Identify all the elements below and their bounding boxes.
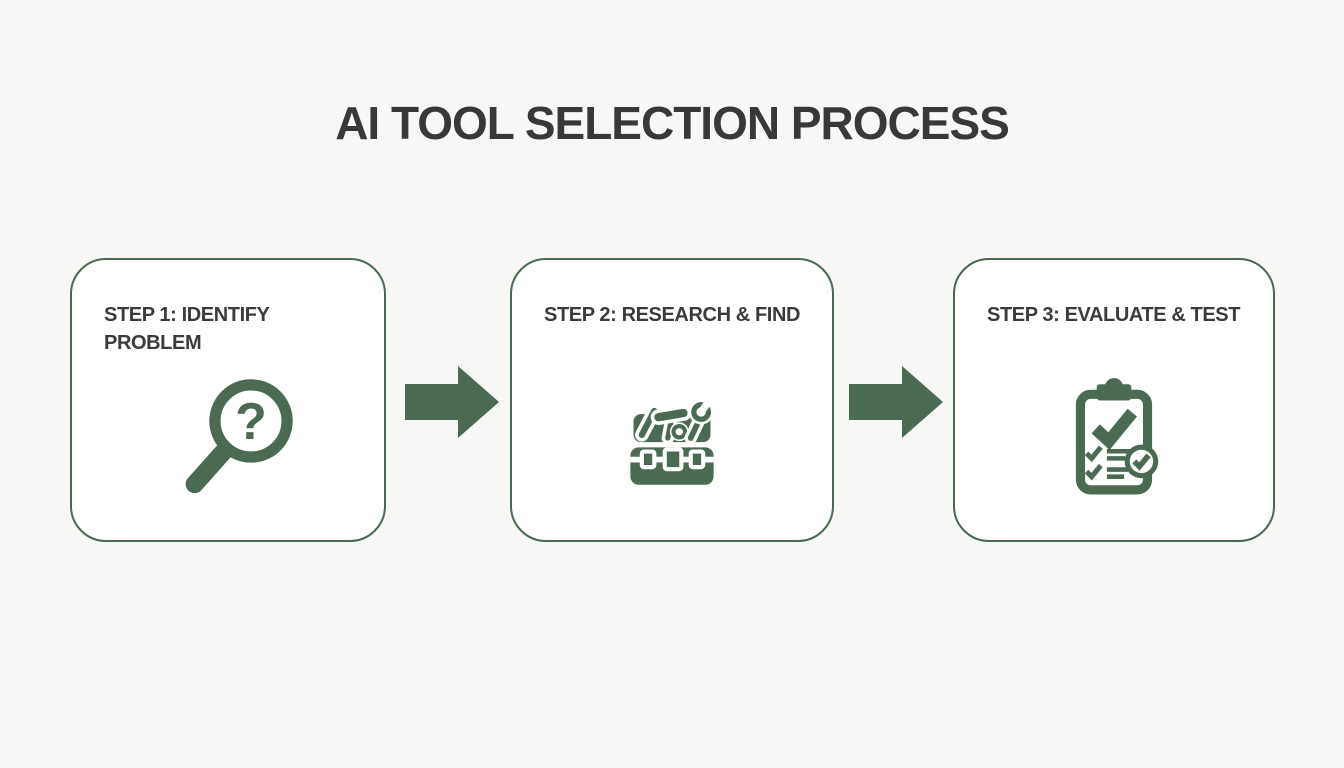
step-card-3: STEP 3: EVALUATE & TEST	[953, 258, 1275, 542]
toolbox-icon	[620, 386, 724, 490]
page-title: AI TOOL SELECTION PROCESS	[335, 97, 1010, 149]
clipboard-checklist-icon	[1063, 372, 1165, 498]
magnifier-question-icon: ?	[180, 368, 304, 510]
arrow-right-icon	[405, 366, 499, 438]
step-3-label: STEP 3: EVALUATE & TEST	[987, 304, 1241, 326]
step-2-label: STEP 2: RESEARCH & FIND	[544, 304, 801, 326]
step-1-label: STEP 1: IDENTIFY PROBLEM	[104, 304, 270, 354]
svg-text:?: ?	[235, 392, 267, 450]
step-card-1: STEP 1: IDENTIFY PROBLEM ?	[70, 258, 386, 542]
step-card-2: STEP 2: RESEARCH & FIND	[510, 258, 834, 542]
arrow-right-icon	[849, 366, 943, 438]
